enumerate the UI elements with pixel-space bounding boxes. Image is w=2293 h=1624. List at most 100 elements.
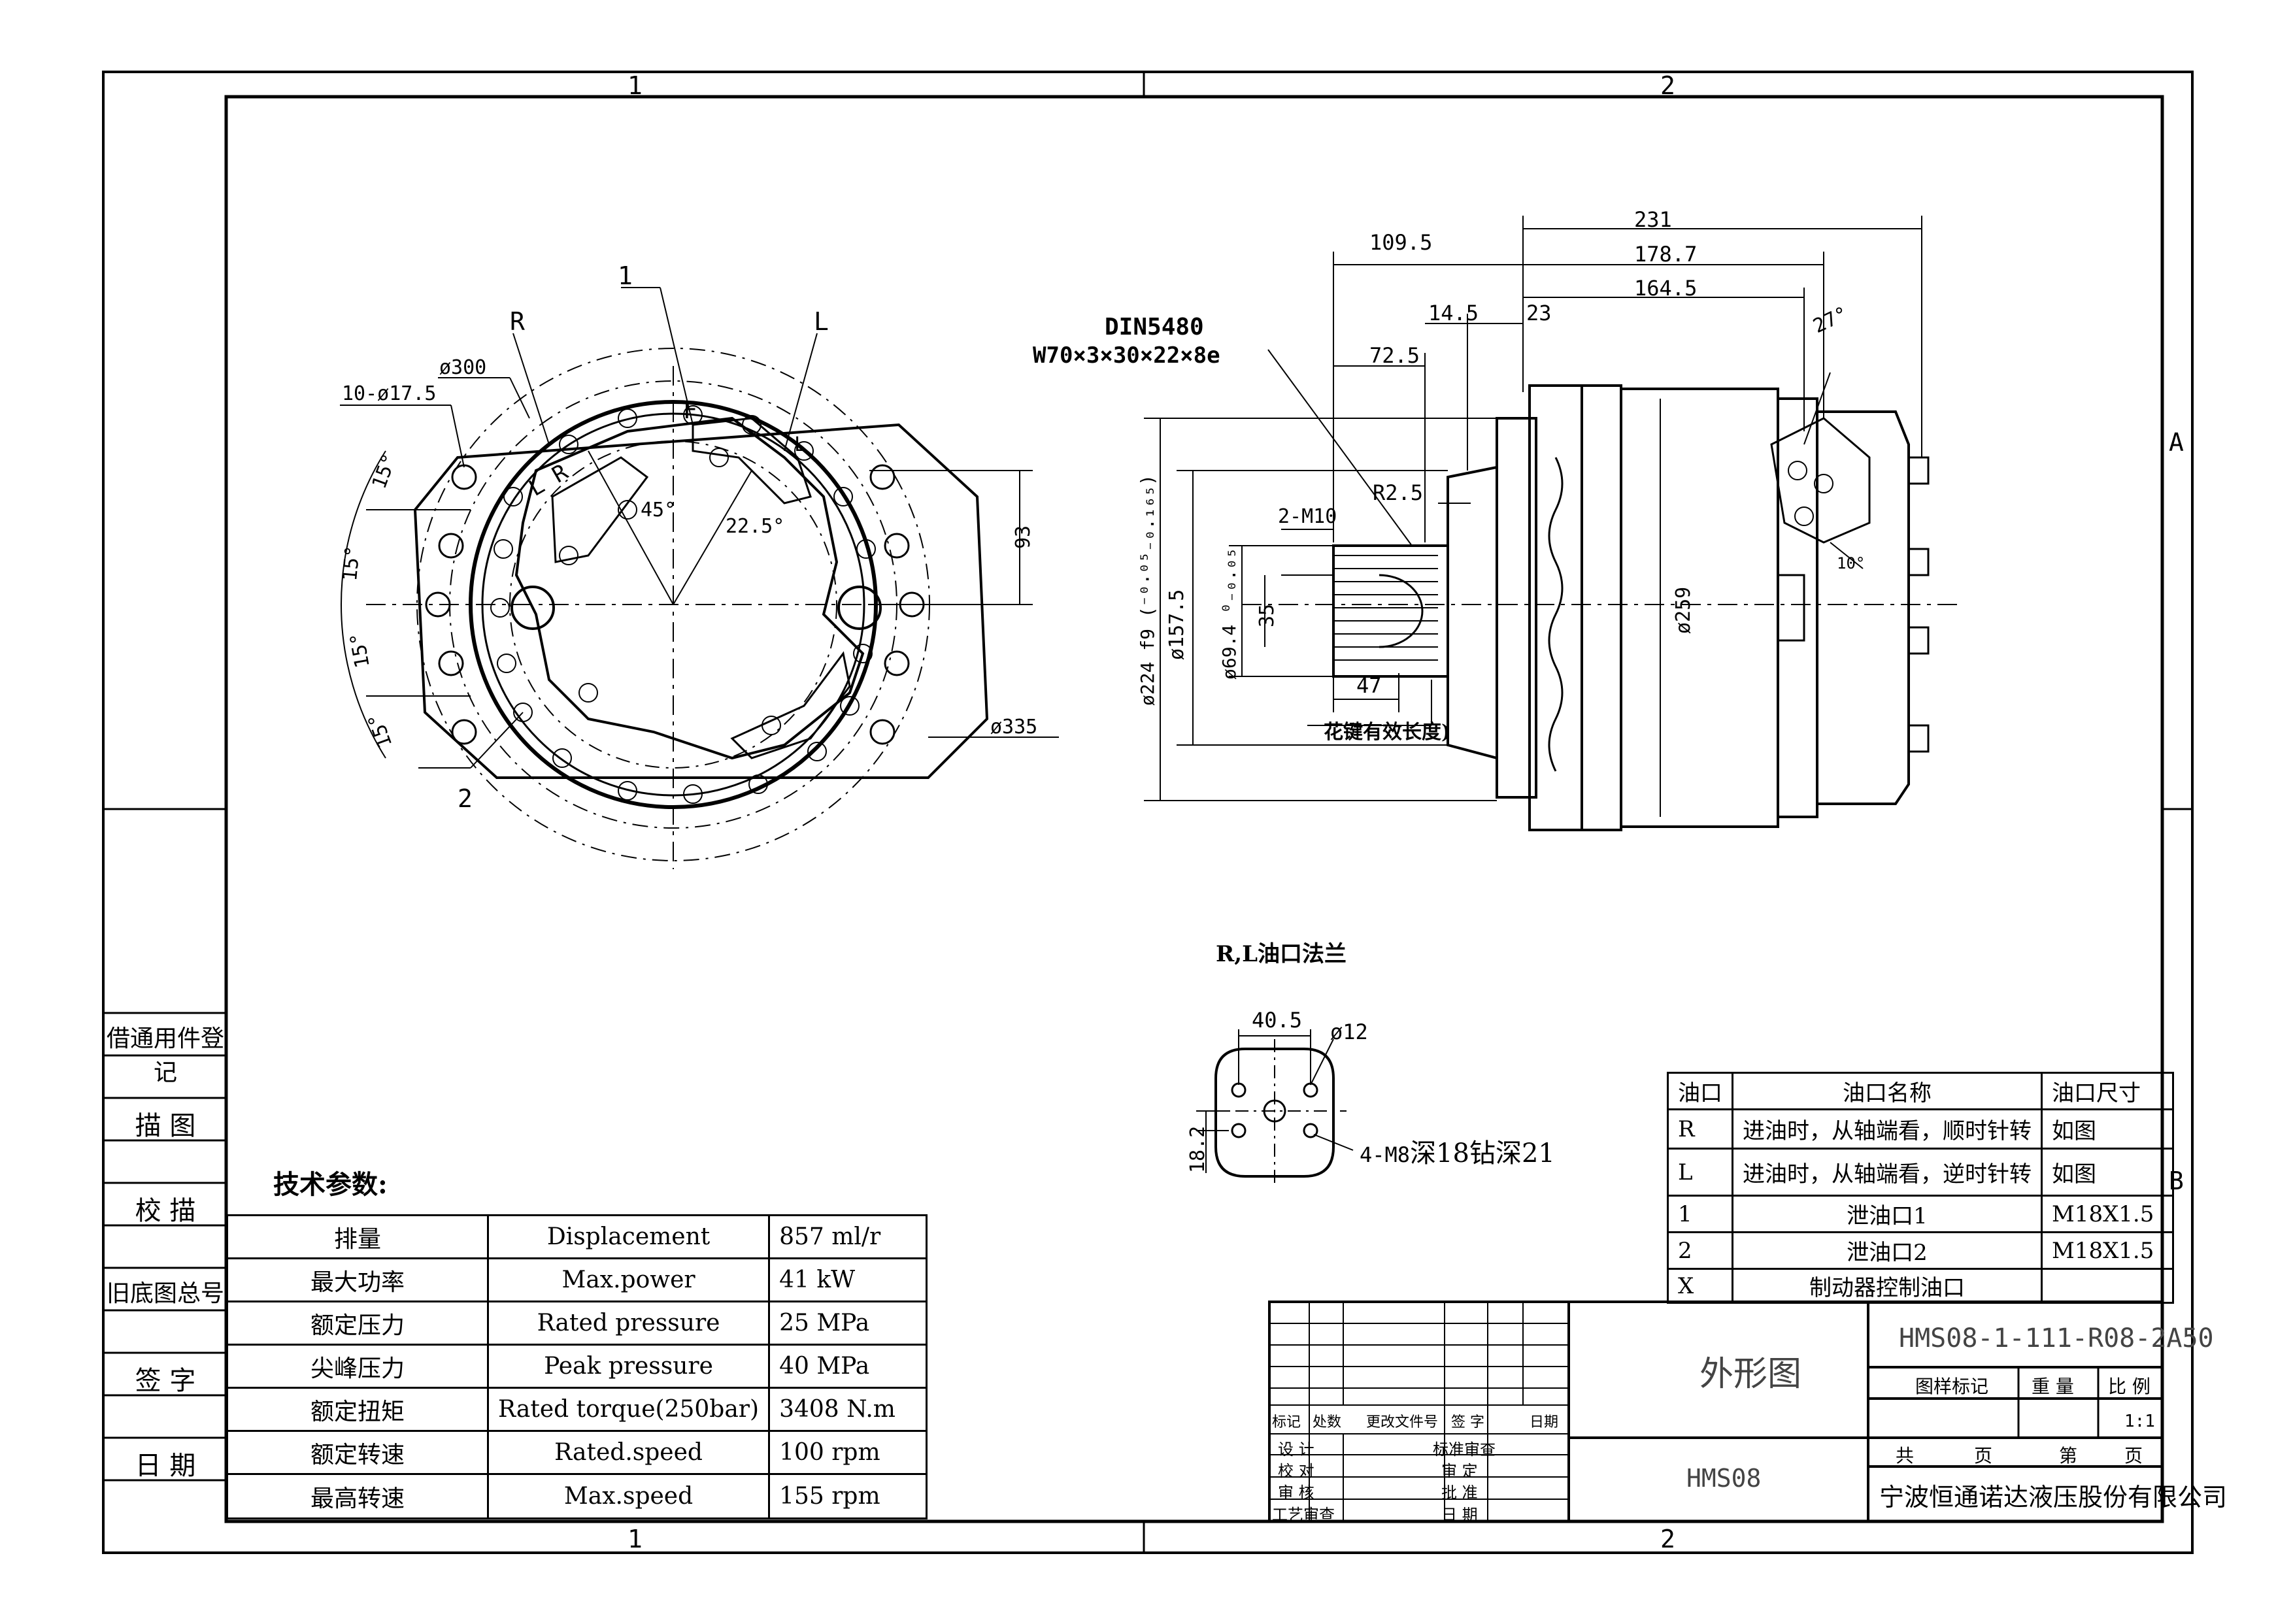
ports-cell-size: M18X1.5 xyxy=(2041,1231,2174,1270)
specs-cell-en: Rated torque(250bar) xyxy=(486,1387,771,1432)
dim-47: 47 xyxy=(1356,673,1382,698)
ports-row: L 进油时，从轴端看，逆时针转 如图 xyxy=(1667,1148,2174,1197)
label-l-small: L xyxy=(794,433,806,456)
ports-cell-port: L xyxy=(1667,1148,1733,1197)
ports-cell-name: 制动器控制油口 xyxy=(1732,1268,2043,1304)
ports-cell-name: 泄油口2 xyxy=(1732,1231,2043,1270)
label-f: F xyxy=(683,397,697,424)
front-view xyxy=(340,287,1059,869)
main-housing xyxy=(1620,388,1779,828)
rev-header-doc: 更改文件号 xyxy=(1366,1414,1439,1431)
ports-cell-size: M18X1.5 xyxy=(2041,1195,2174,1233)
sign-design: 设 计 xyxy=(1278,1440,1314,1459)
ports-cell-name: 进油时，从轴端看，顺时针转 xyxy=(1732,1108,2043,1150)
specs-title: 技术参数: xyxy=(273,1169,388,1200)
ports-cell-port: 2 xyxy=(1667,1231,1733,1270)
dim-109: 109.5 xyxy=(1369,230,1432,255)
rev-header-sign: 签 字 xyxy=(1451,1414,1484,1431)
shaft xyxy=(1332,544,1449,678)
specs-cell-value: 3408 N.m xyxy=(768,1387,928,1432)
side-item-date: 日 期 xyxy=(135,1451,196,1481)
dim-231: 231 xyxy=(1634,207,1672,232)
sign-standard: 标准审查 xyxy=(1433,1440,1496,1459)
specs-cell-cn: 最大功率 xyxy=(226,1257,489,1302)
label-2: 2 xyxy=(458,784,473,813)
specs-cell-en: Rated.speed xyxy=(486,1430,771,1475)
dim-157-5: ø157.5 xyxy=(1165,589,1188,660)
spline-spec: W70×3×30×22×8e xyxy=(1033,342,1220,369)
zone-top-2: 2 xyxy=(1660,71,1675,100)
side-item-trace: 校 描 xyxy=(135,1196,196,1226)
specs-cell-cn: 最高转速 xyxy=(226,1473,489,1519)
revision-grid xyxy=(1269,1302,1569,1521)
label-r: R xyxy=(510,307,525,336)
specs-cell-cn: 额定压力 xyxy=(226,1301,489,1346)
meta-header-weight: 重 量 xyxy=(2032,1376,2074,1397)
dim-40-5: 40.5 xyxy=(1252,1008,1303,1033)
specs-cell-en: Peak pressure xyxy=(486,1344,771,1389)
sign-check: 校 对 xyxy=(1278,1462,1314,1480)
port-circle xyxy=(509,440,837,769)
dim-93: 93 xyxy=(1012,525,1035,549)
flange-title: R,L油口法兰 xyxy=(1216,941,1347,967)
specs-cell-cn: 额定转速 xyxy=(226,1430,489,1475)
specs-cell-value: 100 rpm xyxy=(768,1430,928,1475)
specs-cell-value: 25 MPa xyxy=(768,1301,928,1346)
specs-cell-en: Rated pressure xyxy=(486,1301,771,1346)
sign-approve: 审 定 xyxy=(1441,1462,1478,1480)
f-port-block xyxy=(692,417,812,505)
shaft-collar xyxy=(1447,465,1498,760)
dim-18-2: 18.2 xyxy=(1186,1125,1209,1173)
dim-22-5: 22.5° xyxy=(726,515,784,538)
dim-holes: 10-ø17.5 xyxy=(342,382,437,405)
model-name: HMS08 xyxy=(1686,1464,1762,1493)
side-item-registration: 借通用件登记 xyxy=(106,1025,224,1086)
valve-block xyxy=(1770,417,1871,544)
flange-m8-prefix: 4-M8 xyxy=(1360,1142,1411,1167)
spline-note: 花键有效长度) xyxy=(1324,721,1451,744)
spline-title: DIN5480 xyxy=(1105,314,1204,340)
dim-r2-5: R2.5 xyxy=(1373,480,1423,505)
sheets-total: 共 xyxy=(1896,1445,1915,1467)
dim-178: 178.7 xyxy=(1634,242,1697,267)
sheets-current: 第 xyxy=(2059,1445,2078,1467)
ports-cell-size: 如图 xyxy=(2041,1108,2174,1150)
dim-15-c: 15° xyxy=(346,631,375,669)
sign-date: 日 期 xyxy=(1441,1506,1478,1524)
dim-35: 35 xyxy=(1256,604,1279,627)
specs-cell-value: 40 MPa xyxy=(768,1344,928,1389)
zone-bottom-1: 1 xyxy=(628,1525,643,1553)
ports-row: 2 泄油口2 M18X1.5 xyxy=(1667,1231,2174,1270)
zone-right-a: A xyxy=(2169,428,2184,457)
side-view xyxy=(1144,216,1961,831)
ports-cell-name: 进油时，从轴端看，逆时针转 xyxy=(1732,1148,2043,1197)
dim-14: 14.5 xyxy=(1428,301,1479,325)
side-item-draw: 描 图 xyxy=(135,1111,196,1141)
specs-cell-cn: 额定扭矩 xyxy=(226,1387,489,1432)
flange-detail xyxy=(1196,1029,1354,1186)
specs-cell-en: Max.power xyxy=(486,1257,771,1302)
ports-cell-size: 如图 xyxy=(2041,1148,2174,1197)
flange-outline xyxy=(413,423,989,779)
scale-value: 1:1 xyxy=(2124,1412,2155,1431)
side-item-sign: 签 字 xyxy=(135,1366,196,1396)
flange-m8-suffix: 深18钻深21 xyxy=(1410,1138,1555,1168)
dim-72: 72.5 xyxy=(1369,343,1420,368)
company-name: 宁波恒通诺达液压股份有限公司 xyxy=(1879,1483,2228,1512)
sign-process: 工艺审查 xyxy=(1272,1506,1335,1524)
dim-15-a: 15° xyxy=(368,451,401,492)
flange-m8: 4-M8深18钻深21 xyxy=(1360,1132,1555,1170)
ports-row: X 制动器控制油口 xyxy=(1667,1268,2174,1304)
meta-header-scale: 比 例 xyxy=(2108,1376,2151,1397)
specs-cell-cn: 尖峰压力 xyxy=(226,1344,489,1389)
lower-channel xyxy=(730,651,851,759)
sign-ratify: 批 准 xyxy=(1441,1483,1478,1502)
ports-header-name: 油口名称 xyxy=(1732,1072,2043,1110)
dim-outer: ø335 xyxy=(990,716,1037,738)
dim-d12: ø12 xyxy=(1330,1019,1368,1044)
